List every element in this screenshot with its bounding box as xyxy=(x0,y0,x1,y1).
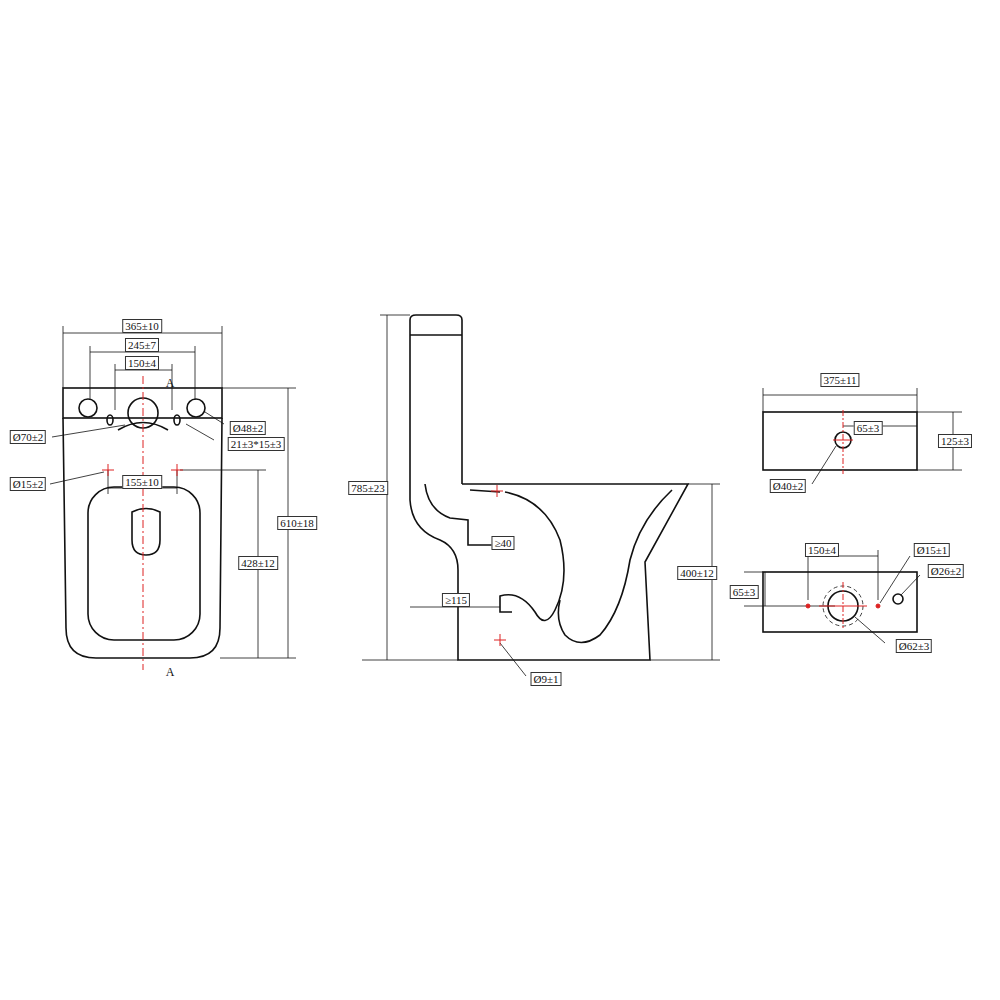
dimension-label: Ø48±2 xyxy=(230,421,266,435)
dimension-label: 610±18 xyxy=(277,516,317,530)
dimension-label: 375±11 xyxy=(820,373,859,387)
dimension-label: 428±12 xyxy=(238,556,278,570)
dimension-label: 785±23 xyxy=(348,481,388,495)
section-mark: A xyxy=(164,666,177,678)
dimension-label: Ø26±2 xyxy=(928,564,964,578)
top-view xyxy=(50,326,296,670)
dimension-label: 21±3*15±3 xyxy=(228,437,285,451)
dimension-label: Ø70±2 xyxy=(10,430,46,444)
dimension-label: Ø62±3 xyxy=(896,639,932,653)
dimension-label: Ø40±2 xyxy=(770,479,806,493)
dimension-label: 365±10 xyxy=(122,319,162,333)
dimension-label: 150±4 xyxy=(125,356,159,370)
section-mark: A xyxy=(164,377,177,389)
dimension-label: 65±3 xyxy=(730,585,759,599)
dimension-label: ≥115 xyxy=(442,593,470,607)
dimension-label: 245±7 xyxy=(125,338,159,352)
dimension-label: 155±10 xyxy=(122,475,162,489)
tank-bottom-view xyxy=(744,550,920,643)
dimension-label: ≥40 xyxy=(491,536,514,550)
tank-top-view xyxy=(763,388,962,484)
side-view xyxy=(362,315,720,676)
dimension-label: 125±3 xyxy=(938,434,972,448)
dimension-label: 400±12 xyxy=(677,566,717,580)
dimension-label: 150±4 xyxy=(805,543,839,557)
dimension-label: Ø9±1 xyxy=(531,672,562,686)
dimension-label: Ø15±1 xyxy=(914,543,950,557)
dimension-label: 65±3 xyxy=(854,421,883,435)
dimension-label: Ø15±2 xyxy=(10,477,46,491)
